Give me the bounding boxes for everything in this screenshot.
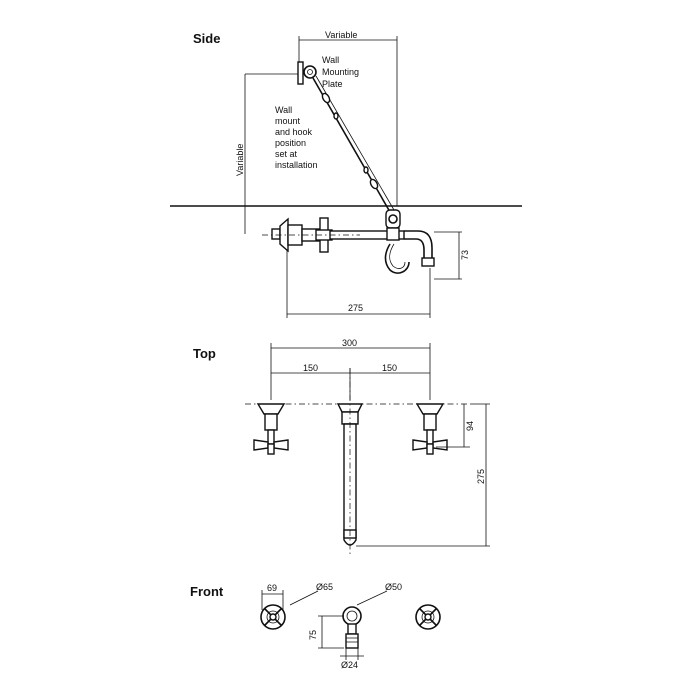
leader-line bbox=[356, 590, 388, 606]
left-tap-front bbox=[260, 604, 286, 630]
wall-mounting-plate bbox=[297, 61, 304, 85]
dim-front-flange: 69 bbox=[267, 583, 277, 593]
hook-position-note: Wall mount and hook position set at inst… bbox=[275, 105, 318, 170]
chain bbox=[312, 75, 395, 213]
right-tap-front bbox=[415, 604, 441, 630]
dim-front-flange-dia: Ø65 bbox=[316, 582, 333, 592]
dim-top-right: 150 bbox=[382, 363, 397, 373]
dim-front-height: 75 bbox=[308, 630, 318, 640]
dim-top-length: 275 bbox=[476, 469, 486, 484]
dim-top-left: 150 bbox=[303, 363, 318, 373]
dim-top-overall: 300 bbox=[342, 338, 357, 348]
faucet-side-body bbox=[271, 209, 435, 274]
dim-variable-h: Variable bbox=[325, 30, 357, 40]
dim-side-length: 275 bbox=[348, 303, 363, 313]
dim-side-height: 73 bbox=[460, 250, 470, 260]
wall-plate-label: Wall Mounting Plate bbox=[322, 55, 362, 89]
dim-front-outlet: Ø24 bbox=[341, 660, 358, 670]
front-view-title: Front bbox=[190, 584, 224, 599]
dim-front-spout-dia: Ø50 bbox=[385, 582, 402, 592]
spout-front bbox=[342, 606, 362, 649]
top-view-title: Top bbox=[193, 346, 216, 361]
dim-top-handle: 94 bbox=[465, 421, 475, 431]
dim-variable-v: Variable bbox=[235, 144, 245, 176]
plate-ring-inner bbox=[307, 69, 313, 75]
right-tap-top bbox=[412, 403, 448, 455]
left-tap-top bbox=[253, 403, 289, 455]
plate-ring bbox=[303, 65, 317, 79]
leader-line bbox=[289, 590, 319, 606]
side-view-title: Side bbox=[193, 31, 220, 46]
